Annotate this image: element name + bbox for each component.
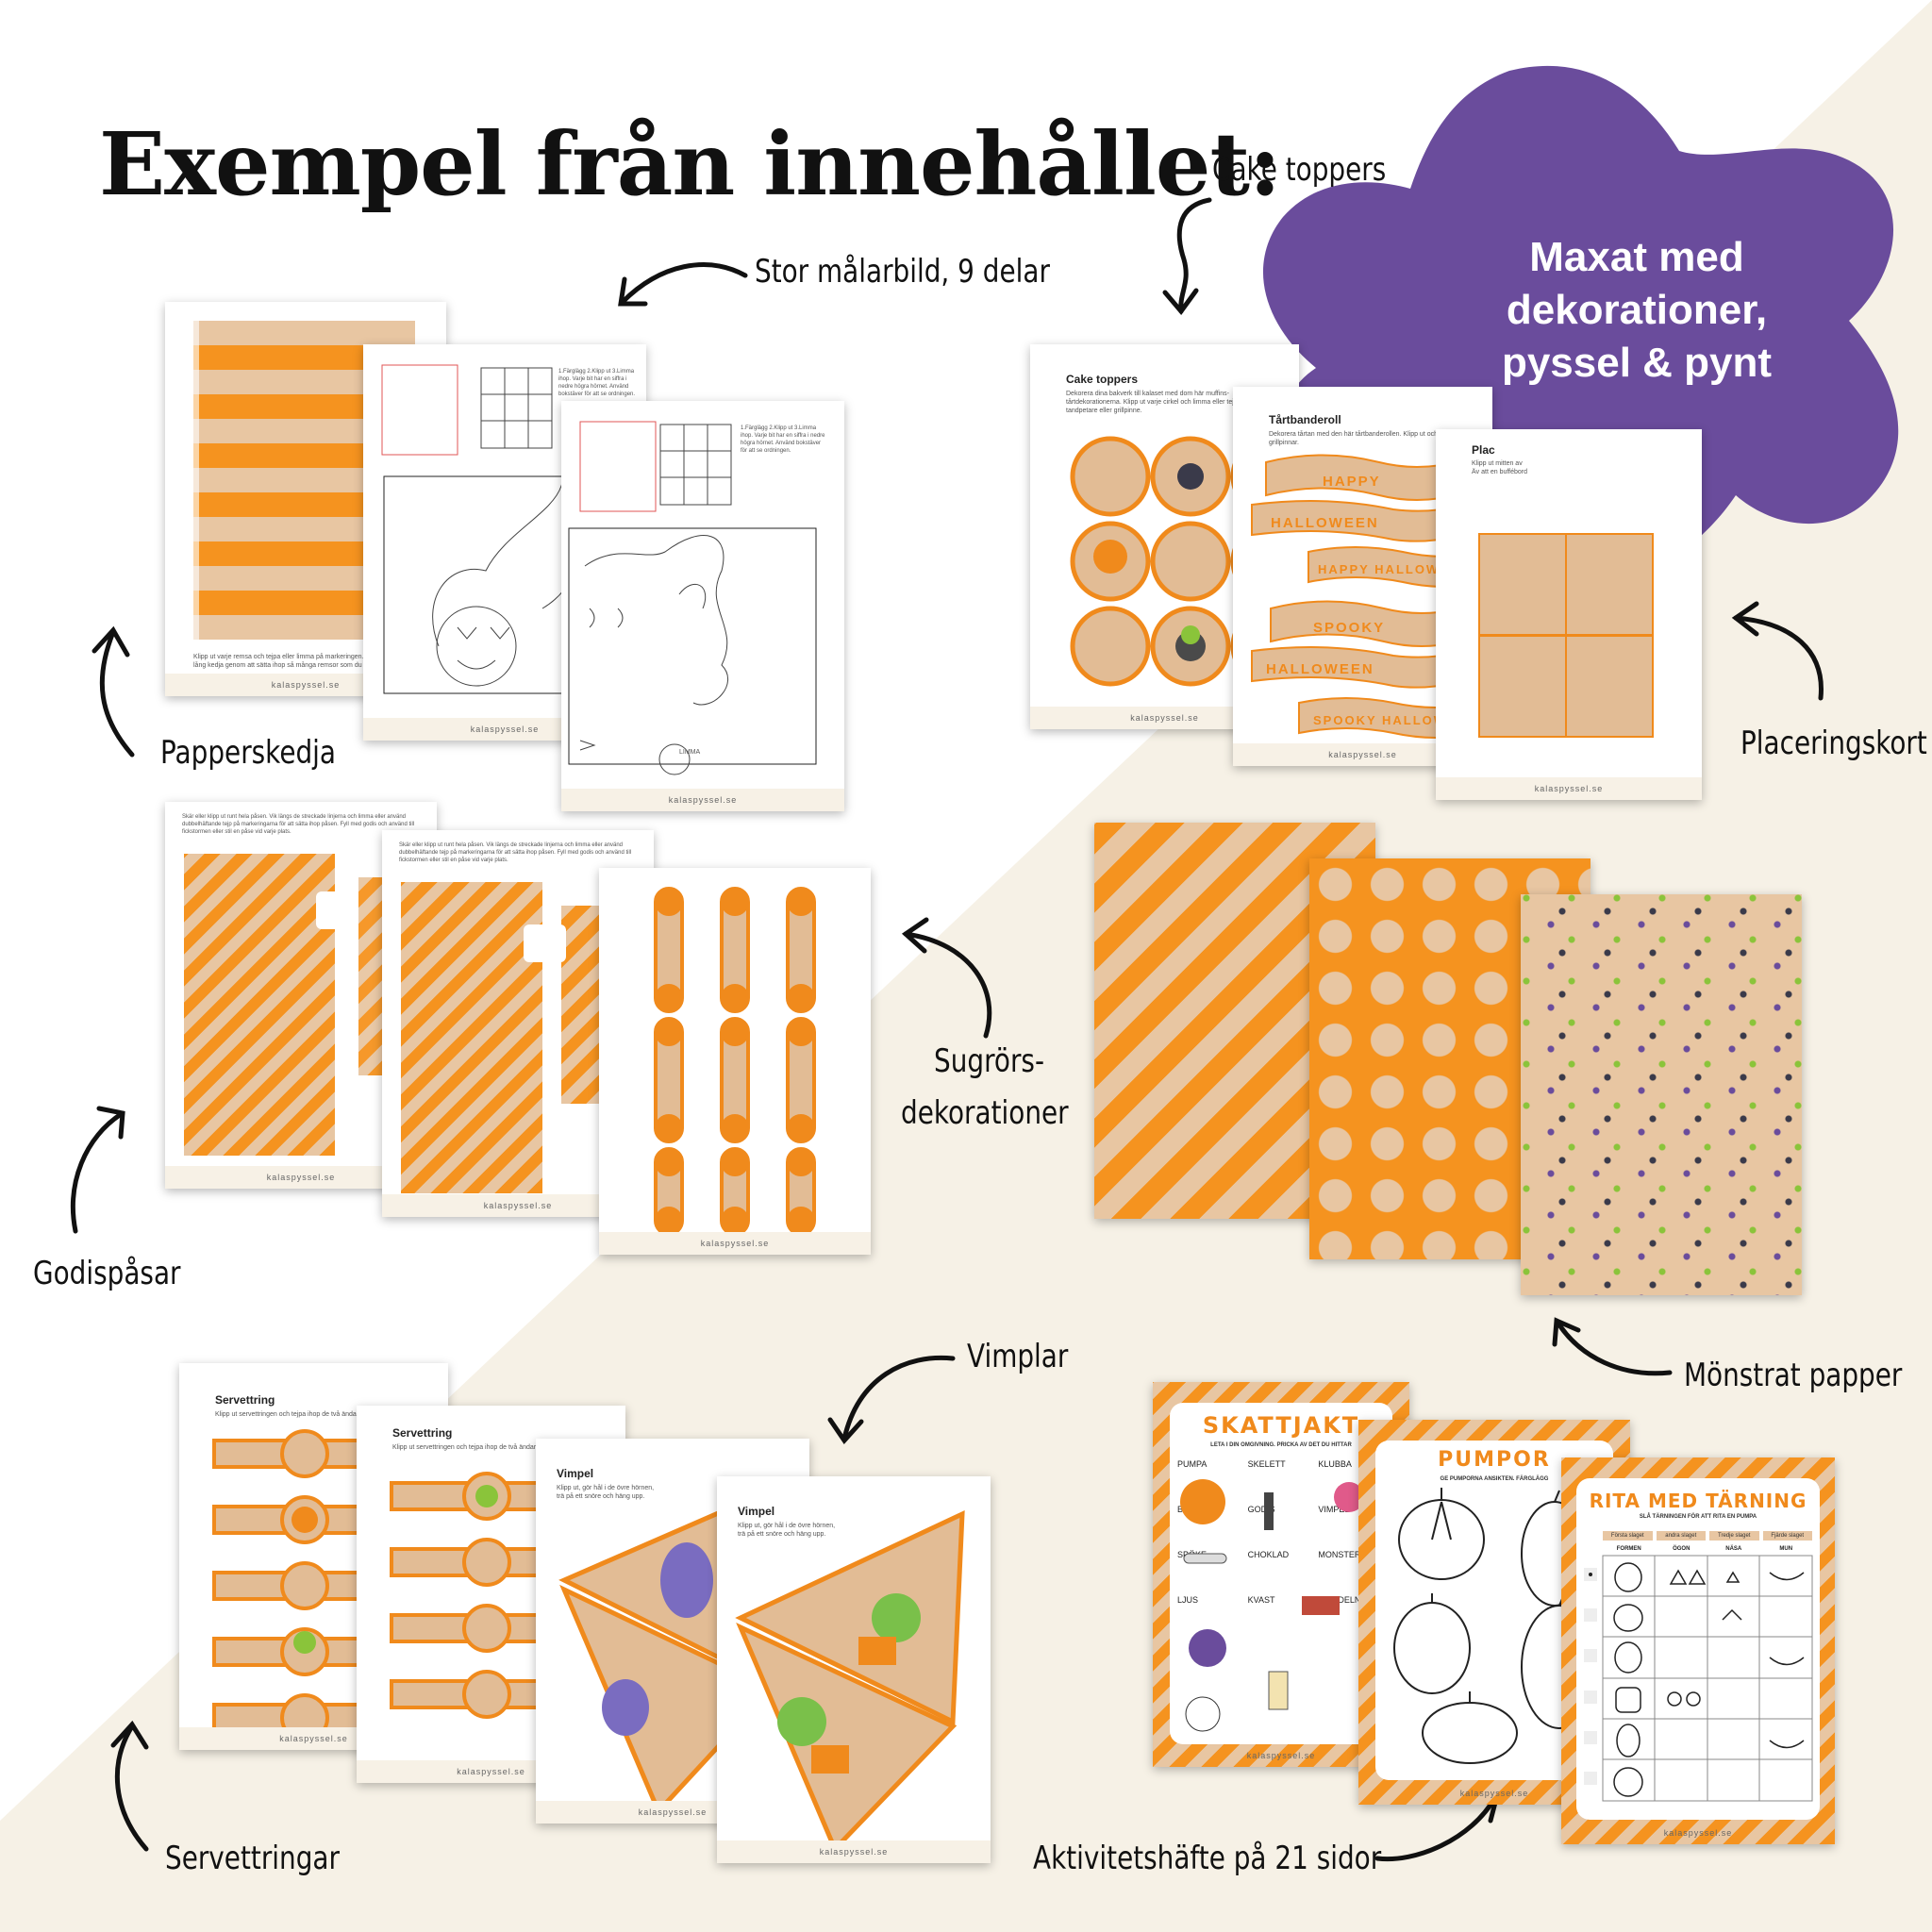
- place-card-1: [1478, 533, 1567, 636]
- label-monstrat-papper: Mönstrat papper: [1684, 1357, 1903, 1394]
- rita-headers: FORMEN ÖGON NÄSA MUN: [1603, 1546, 1812, 1552]
- cake-toppers-title: Cake toppers: [1066, 373, 1139, 386]
- rita-title: RITA MED TÄRNING: [1589, 1490, 1807, 1512]
- label-sugrors-1: Sugrörs-: [934, 1042, 1045, 1080]
- skattjakt-item: SKELETT: [1247, 1459, 1286, 1469]
- label-vimplar: Vimplar: [967, 1338, 1069, 1375]
- skattjakt-item: VIMPEL: [1318, 1505, 1350, 1514]
- coloring-page-1: [381, 364, 635, 694]
- page-footer: kalaspyssel.se: [1459, 1789, 1529, 1798]
- skattjakt-item: LJUS: [1177, 1595, 1199, 1605]
- label-aktivitetshafte: Aktivitetshäfte på 21 sidor: [1033, 1840, 1382, 1877]
- place-card-2: [1565, 533, 1654, 636]
- skattjakt-item: KVAST: [1247, 1595, 1275, 1605]
- skattjakt-sub: LETA I DIN OMGIVNING. PRICKA AV DET DU H…: [1210, 1442, 1352, 1448]
- pumpor-sub: GE PUMPORNA ANSIKTEN. FÄRGLÄGG: [1440, 1476, 1549, 1482]
- rita-header: MUN: [1779, 1546, 1793, 1552]
- page-footer: kalaspyssel.se: [561, 789, 844, 811]
- godis-instructions: Skär eller klipp ut runt hela påsen. Vik…: [182, 814, 415, 835]
- page-sugror: kalaspyssel.se: [599, 868, 871, 1255]
- pattern-paper-characters: [1521, 894, 1802, 1295]
- straw-decorations: [654, 887, 816, 1236]
- page-malarbild-2: 1.Färglägg 2.Klipp ut 3.Limma ihop. Varj…: [561, 401, 844, 811]
- vimpel-text: Klipp ut, gör hål i de övre hörnen, trä …: [557, 1485, 655, 1500]
- page-rita-med-tarning: RITA MED TÄRNING SLÅ TÄRNINGEN FÖR ATT R…: [1561, 1457, 1835, 1844]
- tartbanderoll-title: Tårtbanderoll: [1269, 413, 1341, 426]
- rita-inner: RITA MED TÄRNING SLÅ TÄRNINGEN FÖR ATT R…: [1576, 1478, 1820, 1820]
- servett-text: Klipp ut servettringen och tejpa ihop de…: [215, 1411, 368, 1418]
- place-card-4: [1565, 635, 1654, 738]
- vimpel-title: Vimpel: [557, 1467, 594, 1480]
- page-footer: kalaspyssel.se: [1246, 1751, 1316, 1760]
- bag-handle: [316, 891, 358, 929]
- bag-handle-2: [524, 924, 566, 962]
- badge-line-3: pyssel & pynt: [1501, 340, 1773, 386]
- bag-pattern: [184, 854, 335, 1156]
- tartbanderoll-text: Dekorera tårtan med den här tårtbanderol…: [1269, 431, 1471, 446]
- rita-step: Fjärde slaget: [1762, 1531, 1812, 1541]
- rita-header: FORMEN: [1616, 1546, 1641, 1552]
- badge-line-1: Maxat med: [1529, 234, 1744, 280]
- place-card-3: [1478, 635, 1567, 738]
- pennant-shapes-2: [735, 1509, 965, 1854]
- label-cake-toppers: Cake toppers: [1212, 151, 1387, 189]
- servett-title-2: Servettring: [392, 1426, 453, 1440]
- banner-text-1: HAPPY: [1323, 474, 1381, 490]
- rita-header: NÄSA: [1725, 1546, 1742, 1552]
- label-stor-malarbild: Stor målarbild, 9 delar: [755, 253, 1050, 291]
- page-footer: kalaspyssel.se: [1663, 1828, 1733, 1838]
- rita-header: ÖGON: [1673, 1546, 1690, 1552]
- pumpor-title: PUMPOR: [1438, 1448, 1551, 1472]
- servett-title: Servettring: [215, 1393, 275, 1407]
- page-footer: kalaspyssel.se: [717, 1840, 991, 1863]
- skattjakt-item: GODIS: [1247, 1505, 1275, 1514]
- rita-steps: Första slaget andra slaget Tredje slaget…: [1603, 1531, 1812, 1541]
- skattjakt-item: CHOKLAD: [1247, 1550, 1290, 1559]
- limma-bottom: LIMMA: [679, 749, 701, 756]
- placering-text: Klipp ut mitten av Äv att en buffébord: [1472, 460, 1528, 475]
- rita-sub: SLÅ TÄRNINGEN FÖR ATT RITA EN PUMPA: [1639, 1514, 1757, 1520]
- dice-grid: [1584, 1555, 1813, 1802]
- skattjakt-item: MONSTER: [1318, 1550, 1361, 1559]
- page-placeringskort: Plac Klipp ut mitten av Äv att en bufféb…: [1436, 429, 1702, 800]
- banner-ribbons: [1251, 454, 1489, 739]
- label-sugrors-2: dekorationer: [901, 1094, 1069, 1132]
- label-placeringskort: Placeringskort: [1740, 724, 1927, 762]
- vimpel-title-2: Vimpel: [738, 1505, 775, 1518]
- skattjakt-grid: PUMPA SKELETT KLUBBA BEN GODIS VIMPEL SP…: [1177, 1459, 1389, 1605]
- malarbild-instructions-2: 1.Färglägg 2.Klipp ut 3.Limma ihop. Varj…: [741, 425, 825, 454]
- label-godispasar: Godispåsar: [33, 1255, 181, 1292]
- bag-pattern-2: [401, 882, 542, 1193]
- banner-text-6: SPOOKY HALLOWEEN: [1313, 713, 1478, 727]
- malarbild-instructions: 1.Färglägg 2.Klipp ut 3.Limma ihop. Varj…: [558, 369, 636, 397]
- rita-step: andra slaget: [1656, 1531, 1706, 1541]
- skattjakt-title: SKATTJAKT: [1202, 1412, 1360, 1439]
- page-footer: kalaspyssel.se: [599, 1232, 871, 1255]
- label-servettringar: Servettringar: [165, 1840, 340, 1877]
- servett-text-2: Klipp ut servettringen och tejpa ihop de…: [392, 1444, 545, 1451]
- page-title: Exempel från innehållet:: [99, 113, 1281, 215]
- skattjakt-item: BEN: [1177, 1505, 1195, 1514]
- skattjakt-item: SPÖKE: [1177, 1550, 1208, 1559]
- skattjakt-item: KLUBBA: [1318, 1459, 1352, 1469]
- banner-text-3: HAPPY HALLOWEEN: [1318, 562, 1471, 576]
- skattjakt-item: SPINDELNÄT: [1318, 1595, 1372, 1605]
- page-footer: kalaspyssel.se: [1436, 777, 1702, 800]
- banner-text-4: SPOOKY: [1313, 620, 1386, 636]
- badge-text: Maxat med dekorationer, pyssel & pynt: [1439, 231, 1835, 390]
- vimpel-text-2: Klipp ut, gör hål i de övre hörnen, trä …: [738, 1523, 836, 1538]
- coloring-page-2: [568, 421, 817, 775]
- placering-title: Plac: [1472, 443, 1495, 457]
- skattjakt-item: PUMPA: [1177, 1459, 1208, 1469]
- banner-text-5: HALLOWEEN: [1266, 661, 1374, 677]
- banner-text-2: HALLOWEEN: [1271, 515, 1379, 531]
- label-papperskedja: Papperskedja: [160, 734, 337, 772]
- cake-toppers-text: Dekorera dina bakverk till kalaset med d…: [1066, 391, 1260, 414]
- rita-step: Tredje slaget: [1709, 1531, 1759, 1541]
- badge-line-2: dekorationer,: [1506, 287, 1768, 333]
- chain-instructions: Klipp ut varje remsa och tejpa eller lim…: [193, 654, 409, 669]
- godis-instructions-2: Skär eller klipp ut runt hela påsen. Vik…: [399, 842, 632, 863]
- rita-step: Första slaget: [1603, 1531, 1653, 1541]
- page-vimpel-2: Vimpel Klipp ut, gör hål i de övre hörne…: [717, 1476, 991, 1863]
